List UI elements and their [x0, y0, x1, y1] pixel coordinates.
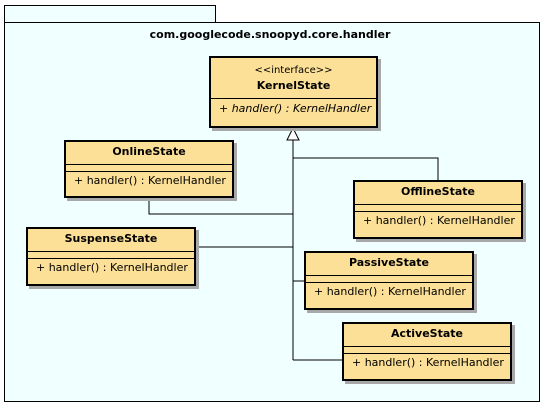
- offline-connector: [293, 157, 439, 180]
- class-name: OnlineState: [112, 145, 186, 158]
- operation: + handler() : KernelHandler: [66, 171, 232, 194]
- class-suspensestate[interactable]: SuspenseState + handler() : KernelHandle…: [26, 227, 196, 286]
- class-name: SuspenseState: [64, 232, 158, 245]
- generalization-arrowhead: [286, 126, 300, 141]
- attributes-compartment: [355, 204, 521, 211]
- class-name: OfflineState: [400, 185, 475, 198]
- attributes-compartment: [28, 251, 194, 258]
- class-name: KernelState: [256, 79, 331, 92]
- attributes-compartment: [306, 275, 472, 282]
- package-name: com.googlecode.snoopyd.core.handler: [149, 28, 391, 41]
- attributes-compartment: [66, 164, 232, 171]
- operation: + handler() : KernelHandler: [355, 211, 521, 234]
- operation: + handler() : KernelHandler: [344, 353, 510, 376]
- attributes-compartment: [344, 346, 510, 353]
- operation: + handler() : KernelHandler: [28, 258, 194, 281]
- class-name: PassiveState: [348, 256, 429, 269]
- package-tab: [4, 5, 216, 23]
- operation: + handler() : KernelHandler: [306, 282, 472, 305]
- class-kernelstate[interactable]: <<interface>> KernelState + handler() : …: [209, 56, 378, 128]
- operation: + handler() : KernelHandler: [211, 98, 376, 123]
- class-passivestate[interactable]: PassiveState + handler() : KernelHandler: [304, 251, 474, 310]
- class-activestate[interactable]: ActiveState + handler() : KernelHandler: [342, 322, 512, 381]
- stereotype-label: <<interface>>: [254, 65, 333, 76]
- online-connector: [148, 198, 293, 215]
- class-offlinestate[interactable]: OfflineState + handler() : KernelHandler: [353, 180, 523, 239]
- class-onlinestate[interactable]: OnlineState + handler() : KernelHandler: [64, 140, 234, 198]
- class-name: ActiveState: [390, 327, 463, 340]
